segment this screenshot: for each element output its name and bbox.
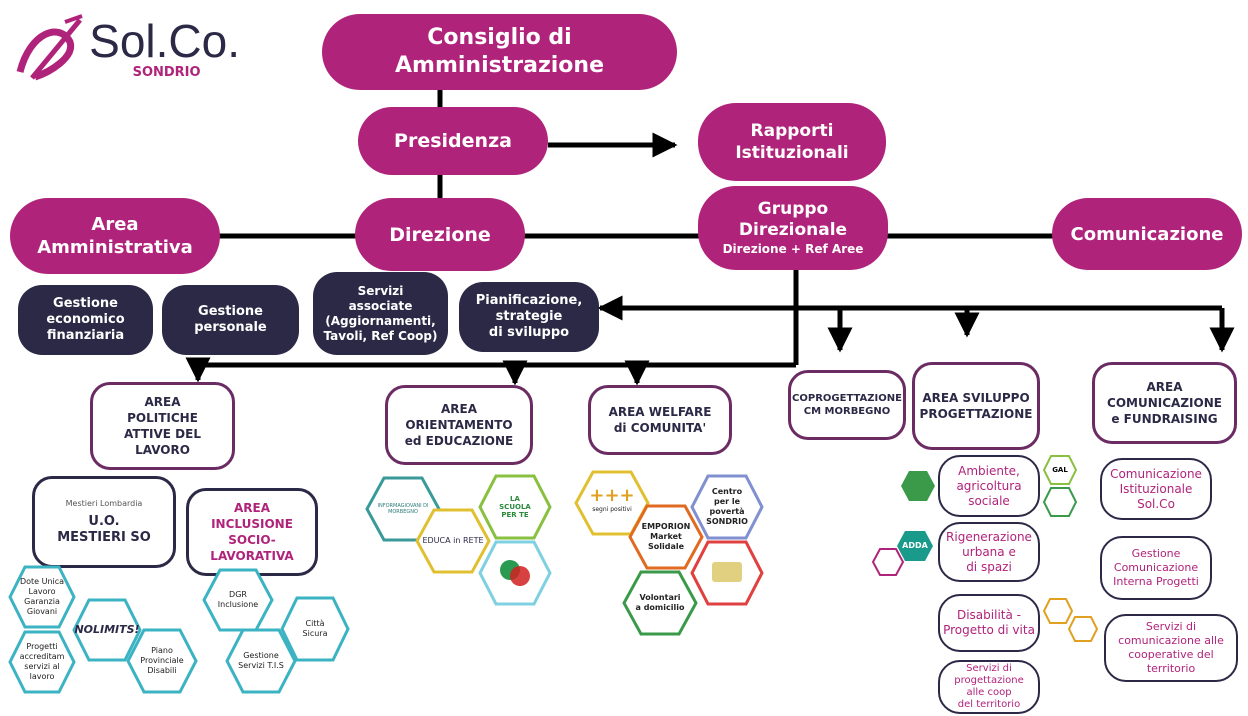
area-comunicazione-fundraising: AREA COMUNICAZIONE e FUNDRAISING: [1092, 362, 1237, 444]
hex-nolimits: NOLIMITS!: [72, 598, 142, 662]
rapporti-istituzionali: Rapporti Istituzionali: [698, 103, 886, 181]
area-orientamento-educazione: AREA ORIENTAMENTO ed EDUCAZIONE: [385, 385, 533, 465]
area-amministrativa: Area Amministrativa: [10, 198, 220, 274]
hex-tam-logo: [690, 540, 764, 606]
servizi-progettazione-coop: Servizi di progettazione alle coop del t…: [938, 660, 1040, 714]
area-welfare-comunita: AREA WELFARE di COMUNITA': [588, 385, 732, 455]
area-inclusione-socio-lavorativa: AREA INCLUSIONE SOCIO- LAVORATIVA: [186, 488, 318, 576]
rigenerazione-urbana: Rigenerazione urbana e di spazi: [938, 522, 1040, 582]
presidenza: Presidenza: [358, 107, 548, 175]
green-outline-badge: [1043, 487, 1077, 517]
area-coprogettazione: COPROGETTAZIONE CM MORBEGNO: [788, 370, 906, 440]
green-hex-badge: [900, 470, 936, 502]
servizi-associate: Servizi associate (Aggiornamenti, Tavoli…: [313, 272, 448, 355]
comunicazione-istituzionale: Comunicazione Istituzionale Sol.Co: [1100, 458, 1212, 520]
magenta-outline-badge: [872, 548, 904, 576]
servizi-comunicazione-cooperative: Servizi di comunicazione alle cooperativ…: [1104, 614, 1238, 682]
logo-icon: [16, 14, 83, 81]
ambiente-agricoltura-sociale: Ambiente, agricoltura sociale: [938, 455, 1040, 517]
orange-badge-1: [1043, 598, 1073, 624]
logo-name: Sol.Co.: [89, 14, 240, 67]
hex-circle-logo: [478, 540, 552, 606]
gestione-personale: Gestione personale: [162, 285, 299, 355]
logo-sub: SONDRIO: [132, 64, 201, 80]
uo-mestieri-so: Mestieri Lombardia U.O. MESTIERI SO: [32, 476, 176, 568]
orange-badge-2: [1068, 616, 1098, 642]
gruppo-direzionale: Gruppo Direzionale Direzione + Ref Aree: [698, 186, 888, 270]
hex-segni-positivi: +++segni positivi: [574, 470, 650, 536]
adda-badge: ADDA: [896, 530, 934, 562]
comunicazione: Comunicazione: [1052, 198, 1242, 270]
gestione-comunicazione-interna: Gestione Comunicazione Interna Progetti: [1100, 536, 1212, 600]
mestieri-logo: Mestieri Lombardia: [65, 498, 143, 508]
gal-badge: GAL: [1043, 455, 1077, 485]
area-politiche-attive-lavoro: AREA POLITICHE ATTIVE DEL LAVORO: [90, 382, 235, 470]
logo: Sol.Co. SONDRIO: [10, 12, 240, 84]
direzione: Direzione: [355, 198, 525, 271]
area-sviluppo-progettazione: AREA SVILUPPO PROGETTAZIONE: [912, 362, 1040, 450]
hex-educa-in-rete: EDUCA in RETE: [415, 508, 491, 574]
gestione-economico-finanziaria: Gestione economico finanziaria: [18, 285, 153, 355]
consiglio-amministrazione: Consiglio di Amministrazione: [322, 14, 677, 90]
disabilita-progetto-vita: Disabilità - Progetto di vita: [938, 594, 1040, 652]
pianificazione-strategie: Pianificazione, strategie di sviluppo: [459, 282, 599, 352]
